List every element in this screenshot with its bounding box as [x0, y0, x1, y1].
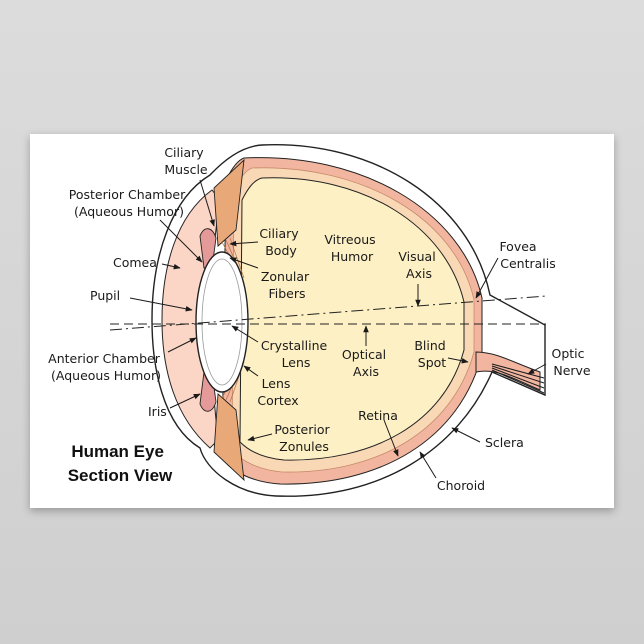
label-posterior-zonules: Posterior Zonules — [274, 422, 333, 454]
label-lens-cortex: Lens Cortex — [257, 376, 298, 408]
label-comea: Comea — [113, 255, 157, 270]
eye-anatomy — [151, 144, 546, 497]
label-fovea-centralis: Fovea Centralis — [499, 239, 555, 271]
label-crystalline-lens: Crystalline Lens — [261, 338, 331, 370]
ciliary-muscle-bottom — [213, 393, 245, 482]
labels: Ciliary Muscle Posterior Chamber (Aqueou… — [48, 145, 591, 493]
label-anterior-chamber: Anterior Chamber (Aqueous Humor) — [48, 351, 164, 383]
label-pupil: Pupil — [90, 288, 120, 303]
label-retina: Retina — [358, 408, 398, 423]
label-posterior-chamber: Posterior Chamber (Aqueous Humor) — [69, 187, 189, 219]
label-blind-spot: Blind Spot — [414, 338, 449, 370]
label-zonular-fibers: Zonular Fibers — [261, 269, 313, 301]
leader-lines — [129, 179, 547, 479]
label-sclera: Sclera — [485, 435, 524, 450]
vitreous-shape — [239, 177, 465, 461]
label-ciliary-muscle: Ciliary Muscle — [164, 145, 208, 177]
label-vitreous-humor: Vitreous Humor — [324, 232, 379, 264]
label-optical-axis: Optical Axis — [342, 347, 390, 379]
optic-nerve-fibers — [491, 363, 545, 394]
ciliary-muscle-top — [213, 158, 245, 247]
lens-cortex-shape — [201, 258, 243, 386]
label-ciliary-body: Ciliary Body — [259, 226, 302, 258]
diagram-title: Human Eye Section View — [68, 442, 173, 485]
label-optic-nerve: Optic Nerve — [551, 346, 590, 378]
label-choroid: Choroid — [437, 478, 485, 493]
label-iris: Iris — [148, 404, 167, 419]
label-visual-axis: Visual Axis — [398, 249, 439, 281]
visual-axis-line — [109, 295, 547, 331]
